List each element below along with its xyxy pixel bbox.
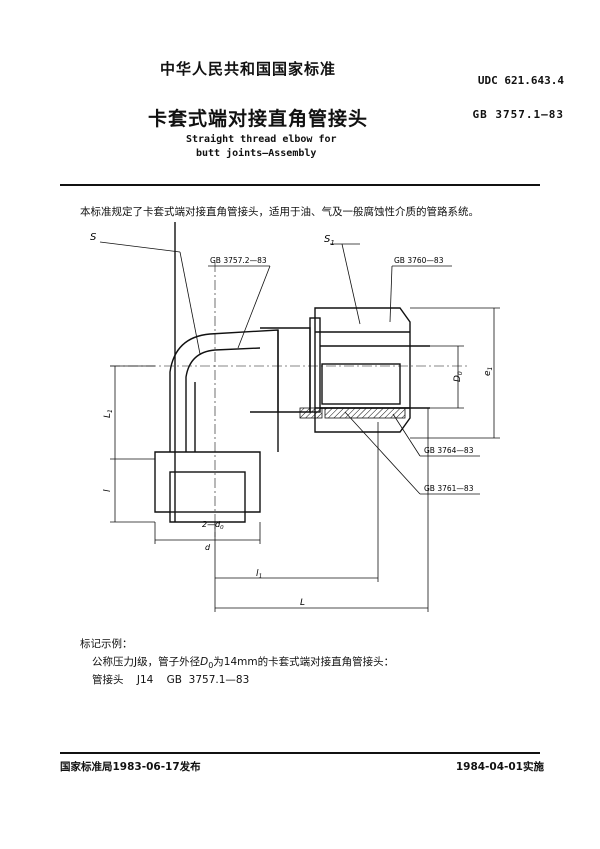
label-s1: S1 <box>324 234 335 247</box>
marking-example-description: 公称压力J级，管子外径D0为14mm的卡套式端对接直角管接头： <box>92 656 395 671</box>
dimension-lines <box>110 307 500 612</box>
dim-e1-label: e1 <box>483 367 494 376</box>
document-title-english-line1: Straight thread elbow for <box>186 134 337 145</box>
leader-lines <box>99 241 480 495</box>
dim-l-label: l <box>103 489 113 492</box>
implementation-date: 1984-04-01实施 <box>455 761 544 773</box>
dim-L1-label: L1 <box>103 409 114 418</box>
marking-example-code: 管接头 J14 GB 3757.1—83 <box>92 674 250 686</box>
issuing-country-standard-label: 中华人民共和国国家标准 <box>160 60 337 78</box>
footer-rule <box>60 752 540 754</box>
ref-nut-standard: GB 3760—83 <box>394 256 444 265</box>
dim-d-label: d <box>205 543 211 552</box>
standard-number: GB 3757.1—83 <box>472 108 564 121</box>
marking-example-heading: 标记示例： <box>80 638 133 650</box>
ref-ring-standard: GB 3764—83 <box>424 446 474 455</box>
issue-date: 国家标准局1983-06-17发布 <box>60 761 201 773</box>
document-title-english-line2: butt joints—Assembly <box>196 148 317 159</box>
label-s: S <box>90 232 97 243</box>
dim-l1-label: l1 <box>256 569 262 580</box>
udc-code: UDC 621.643.4 <box>477 74 564 87</box>
scope-paragraph: 本标准规定了卡套式端对接直角管接头，适用于油、气及一般腐蚀性介质的管路系统。 <box>80 206 479 218</box>
ref-body-standard: GB 3757.2—83 <box>210 256 267 265</box>
elbow-body-outline <box>154 222 430 523</box>
centerlines <box>110 262 470 537</box>
ref-tube-standard: GB 3761—83 <box>424 484 474 493</box>
hatched-ring-section <box>299 407 323 419</box>
hatched-sleeve-section <box>324 407 406 419</box>
document-title-chinese: 卡套式端对接直角管接头 <box>148 108 369 130</box>
dim-d0-label: D0 <box>453 371 464 382</box>
header-rule <box>60 184 540 186</box>
dim-L-label: L <box>300 598 305 608</box>
technical-drawing: S S1 GB 3757.2—83 GB 3760—83 GB 3764—83 … <box>90 222 500 612</box>
dim-2d0-label: 2—d0 <box>202 520 224 531</box>
